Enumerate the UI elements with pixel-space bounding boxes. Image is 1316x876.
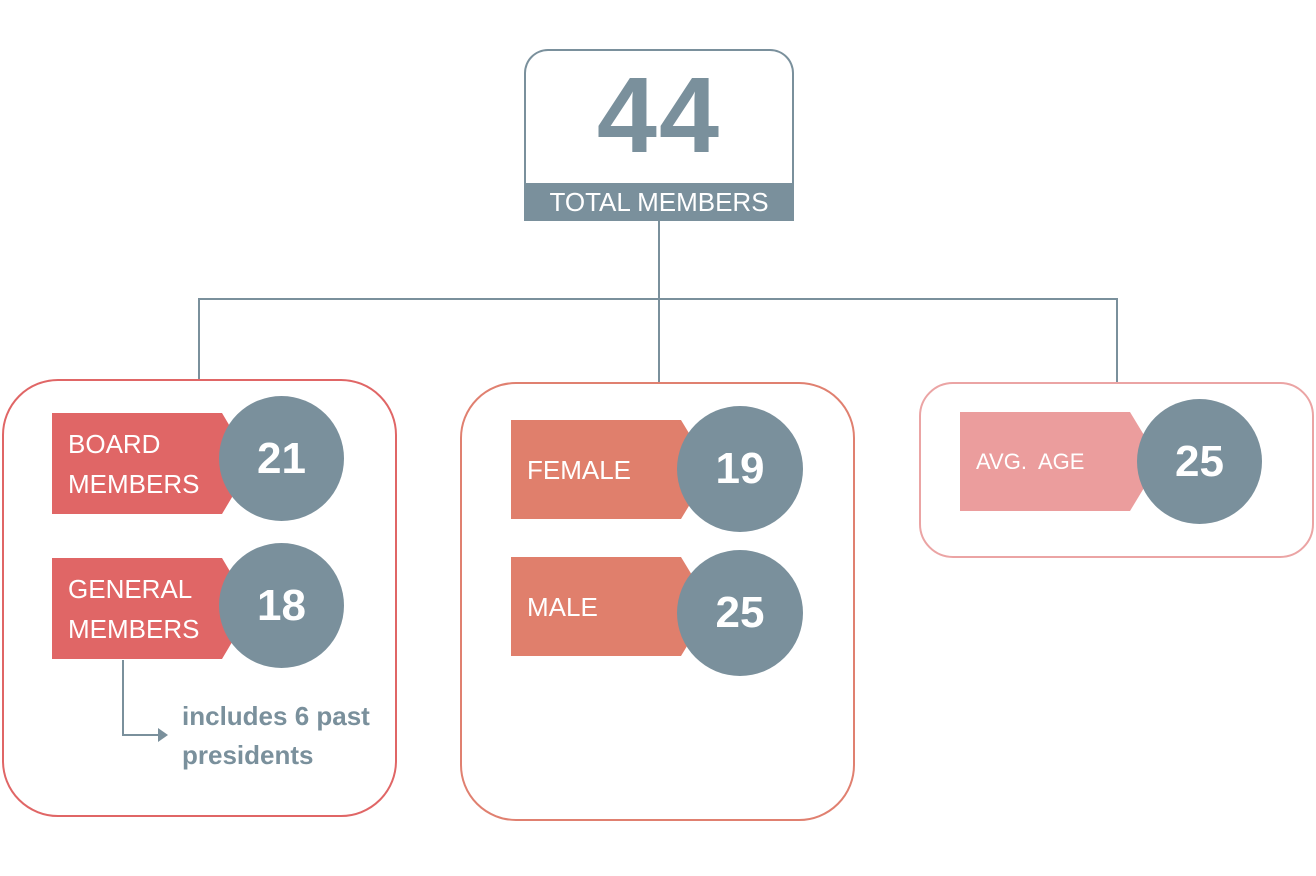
general-members-tag: GENERAL MEMBERS — [52, 558, 252, 659]
general-members-label-line2: MEMBERS — [68, 613, 200, 644]
total-members-value: 44 — [596, 54, 722, 175]
female-value: 19 — [677, 406, 803, 532]
avg-age-label: AVG. AGE — [976, 448, 1085, 474]
total-members-label: TOTAL MEMBERS — [524, 183, 794, 221]
avg-age-tag: AVG. AGE — [960, 412, 1160, 511]
past-presidents-note: includes 6 past presidents — [182, 701, 370, 770]
note-connector-horizontal — [122, 734, 162, 736]
general-members-value: 18 — [219, 543, 344, 668]
board-members-value: 21 — [219, 396, 344, 521]
board-members-label-line1: BOARD — [68, 428, 161, 459]
board-members-label-line2: MEMBERS — [68, 468, 200, 499]
connector-drop-left — [198, 298, 200, 380]
male-value: 25 — [677, 550, 803, 676]
note-arrow-icon — [158, 728, 168, 742]
male-label: MALE — [527, 591, 598, 622]
connector-trunk — [658, 221, 660, 299]
connector-horizontal-left — [198, 298, 660, 300]
board-members-tag: BOARD MEMBERS — [52, 413, 252, 514]
note-connector-vertical — [122, 660, 124, 736]
connector-drop-middle — [658, 298, 660, 383]
general-members-label-line1: GENERAL — [68, 573, 193, 604]
female-label: FEMALE — [527, 454, 632, 485]
avg-age-value: 25 — [1137, 399, 1262, 524]
connector-horizontal-right — [658, 298, 1118, 300]
connector-drop-right — [1116, 298, 1118, 383]
